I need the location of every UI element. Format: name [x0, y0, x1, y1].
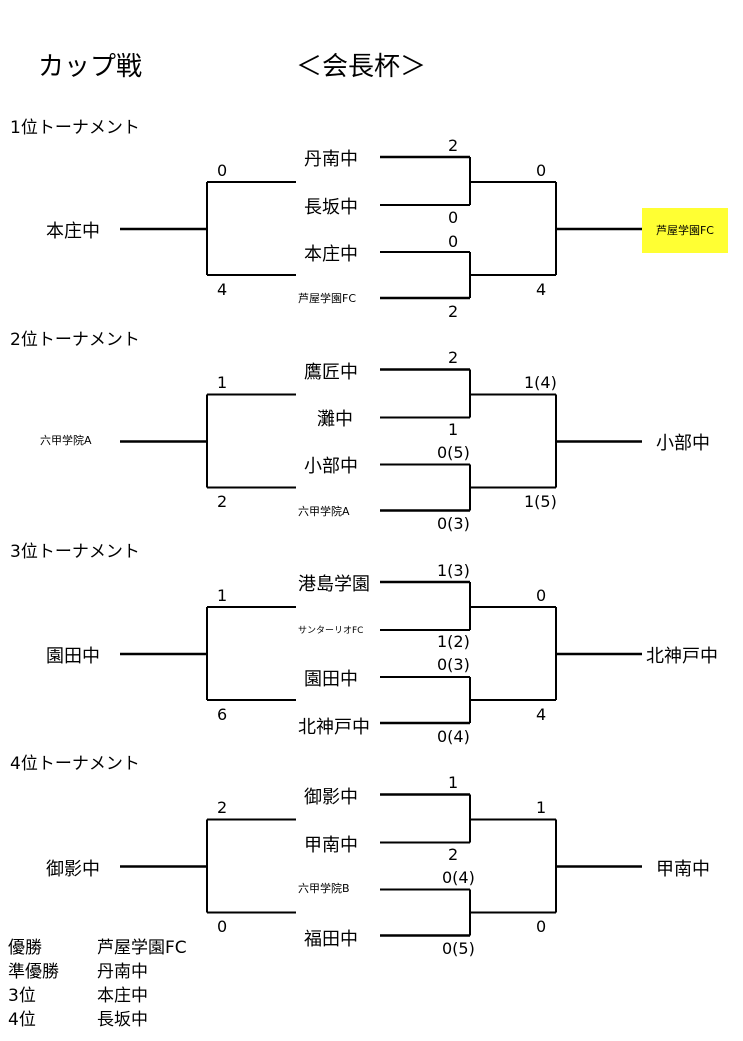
score: 0 [536, 917, 547, 936]
score: 1 [448, 420, 459, 439]
page-title: カップ戦 [38, 52, 143, 82]
score: 0 [217, 161, 228, 180]
team-label: 園田中 [304, 669, 358, 690]
tournament-heading: 4位トーナメント [10, 754, 140, 774]
score: 1(2) [437, 632, 470, 651]
score: 2 [448, 845, 459, 864]
score: 4 [536, 705, 547, 724]
left-team: 六甲学院A [40, 434, 92, 447]
score: 0(5) [437, 443, 470, 462]
team-label: 御影中 [304, 787, 358, 808]
right-team: 小部中 [656, 433, 710, 454]
team-label: 芦屋学園FC [298, 292, 357, 305]
tournament-heading: 1位トーナメント [10, 118, 140, 138]
score: 2 [217, 492, 228, 511]
score: 1 [448, 773, 459, 792]
score: 1(5) [524, 492, 557, 511]
result-rank: 優勝 [8, 938, 42, 958]
team-label: 甲南中 [304, 835, 358, 856]
score: 0 [536, 161, 547, 180]
page-subtitle: ＜会長杯＞ [296, 52, 427, 82]
champion-team-highlight: 芦屋学園FC [642, 208, 728, 253]
score: 0(4) [442, 868, 475, 887]
score: 2 [217, 798, 228, 817]
score: 4 [217, 280, 228, 299]
score: 0(3) [437, 514, 470, 533]
result-team: 本庄中 [97, 986, 148, 1006]
right-team: 北神戸中 [646, 646, 718, 667]
team-label: 本庄中 [304, 244, 358, 265]
team-label: 丹南中 [304, 149, 358, 170]
team-label: 六甲学院B [298, 882, 350, 895]
team-label: 北神戸中 [298, 717, 370, 738]
score: 0 [217, 917, 228, 936]
result-team: 丹南中 [97, 962, 148, 982]
score: 1(3) [437, 561, 470, 580]
score: 0(4) [437, 727, 470, 746]
score: 1 [217, 373, 228, 392]
left-team: 本庄中 [46, 221, 100, 242]
left-team: 園田中 [46, 646, 100, 667]
score: 2 [448, 348, 459, 367]
left-team: 御影中 [46, 859, 100, 880]
team-label: 港島学園 [298, 574, 370, 595]
score: 1(4) [524, 373, 557, 392]
result-team: 長坂中 [97, 1010, 148, 1030]
tournament-heading: 2位トーナメント [10, 330, 140, 350]
score: 1 [536, 798, 547, 817]
team-label: 長坂中 [304, 197, 358, 218]
tournament-heading: 3位トーナメント [10, 542, 140, 562]
team-label: サンターリオFC [298, 626, 364, 636]
team-label: 六甲学院A [298, 505, 350, 518]
team-label: 小部中 [304, 456, 358, 477]
score: 1 [217, 586, 228, 605]
team-label: 灘中 [317, 409, 353, 430]
team-label: 福田中 [304, 929, 358, 950]
score: 6 [217, 705, 228, 724]
score: 0 [448, 208, 459, 227]
score: 0(5) [442, 939, 475, 958]
result-rank: 準優勝 [8, 962, 59, 982]
result-team: 芦屋学園FC [97, 938, 187, 958]
team-label: 鷹匠中 [304, 362, 358, 383]
result-rank: 4位 [8, 1010, 36, 1030]
right-team: 甲南中 [656, 859, 710, 880]
score: 2 [448, 302, 459, 321]
score: 4 [536, 280, 547, 299]
score: 0 [536, 586, 547, 605]
result-rank: 3位 [8, 986, 36, 1006]
score: 0(3) [437, 655, 470, 674]
score: 2 [448, 136, 459, 155]
score: 0 [448, 232, 459, 251]
